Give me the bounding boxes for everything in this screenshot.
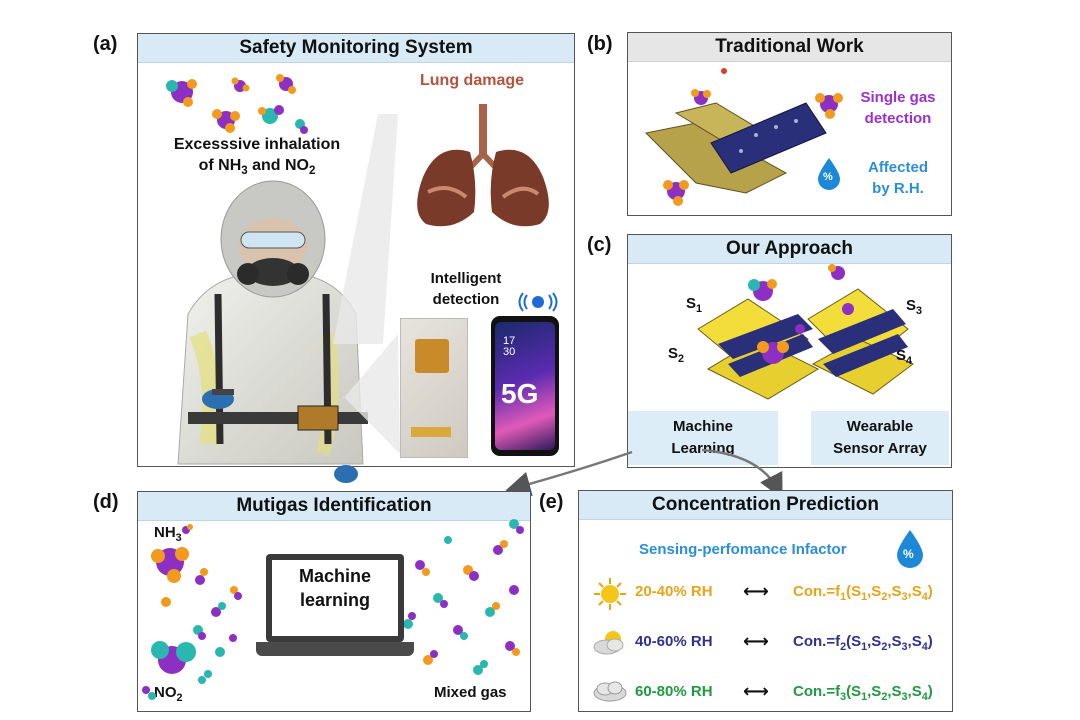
sensor-patch-image [400,318,468,458]
partly-cloudy-icon [593,631,624,655]
wearable-sensor-array-box: Wearable Sensor Array [811,411,949,465]
sun-icon [594,578,626,610]
panel-b-title: Traditional Work [628,33,951,62]
single-gas-line2: detection [864,110,932,127]
humidity-drop-icon: % [816,157,842,191]
panel-a-title: Safety Monitoring System [138,34,574,63]
panel-b: Traditional Work Single gas detection % … [627,32,952,216]
phone-time-hours: 17 [503,335,516,347]
laptop-icon: Machine learning [256,554,414,658]
panel-e: Concentration Prediction Sensing-perfoma… [578,490,953,712]
sensor-label-s2: S2 [668,345,685,365]
arrow-1: ⟷ [743,581,769,601]
panel-c-title: Our Approach [628,235,951,264]
affected-line1: Affected [867,159,928,176]
nh3-label: NH3 [154,524,182,544]
sensor-label-s1: S1 [686,295,703,315]
detection-label-line1: Intelligent [430,270,502,287]
panel-b-letter: (b) [587,33,613,55]
formula-1: Con.=f1(S1,S2,S3,S4) [793,583,933,603]
infactor-drop-symbol: % [903,547,914,561]
sensor-array-image [697,264,914,400]
molecule-icon [815,93,843,119]
wsa-line2: Sensor Array [833,440,927,457]
wsa-line1: Wearable [846,418,914,435]
laptop-text-line1: Machine [298,566,372,586]
cloud-icon [593,681,627,702]
panel-a-letter: (a) [93,33,118,55]
inhalation-text-line2: of NH3 and NO2 [198,157,316,178]
panel-d-title: Mutigas Identification [138,492,530,521]
phone-5g-badge: 5G [501,378,539,409]
formula-3: Con.=f3(S1,S2,S3,S4) [793,683,933,703]
infactor-label: Sensing-perfomance Infactor [639,541,847,558]
panel-e-letter: (e) [539,491,564,513]
mixed-gas-molecules-icon [142,519,524,700]
sensor-label-s3: S3 [906,297,923,317]
infactor-drop-icon: % [895,529,925,569]
panel-c-letter: (c) [587,234,612,256]
single-gas-line1: Single gas [860,89,936,106]
arrow-3: ⟷ [743,681,769,701]
gas-molecules-icon [166,74,308,134]
protective-suit-worker-image [177,180,368,483]
rh-range-3: 60-80% RH [635,683,713,700]
smartphone-image: 17 30 5G [491,316,559,456]
no2-label: NO2 [154,684,183,704]
panel-c: Our Approach S1 S2 S3 S4 Machine Learnin… [627,234,952,468]
panel-a: Safety Monitoring System Excesssive inha… [137,33,575,483]
formula-2: Con.=f2(S1,S2,S3,S4) [793,633,933,653]
sensor-label-s4: S4 [896,347,913,367]
laptop-text-line2: learning [299,590,370,610]
detection-label-line2: detection [432,291,500,308]
lung-damage-label: Lung damage [420,72,525,89]
single-sensor-device-image [644,68,827,206]
inhalation-text-line1: Excesssive inhalation [173,136,341,153]
panel-e-title: Concentration Prediction [579,491,952,520]
ml-line1: Machine [672,418,733,435]
mixed-gas-label: Mixed gas [434,684,507,701]
rh-range-2: 40-60% RH [635,633,713,650]
lungs-icon [417,104,549,227]
humidity-drop-symbol: % [823,171,833,183]
zoom-beams [333,114,400,454]
panel-d: Mutigas Identification NH3 NO2 Mixed gas [137,491,531,712]
panel-d-letter: (d) [93,491,119,513]
affected-line2: by R.H. [872,180,924,197]
arrow-2: ⟷ [743,631,769,651]
phone-time-minutes: 30 [503,346,516,358]
bluetooth-signal-icon [518,292,558,312]
rh-range-1: 20-40% RH [635,583,713,600]
